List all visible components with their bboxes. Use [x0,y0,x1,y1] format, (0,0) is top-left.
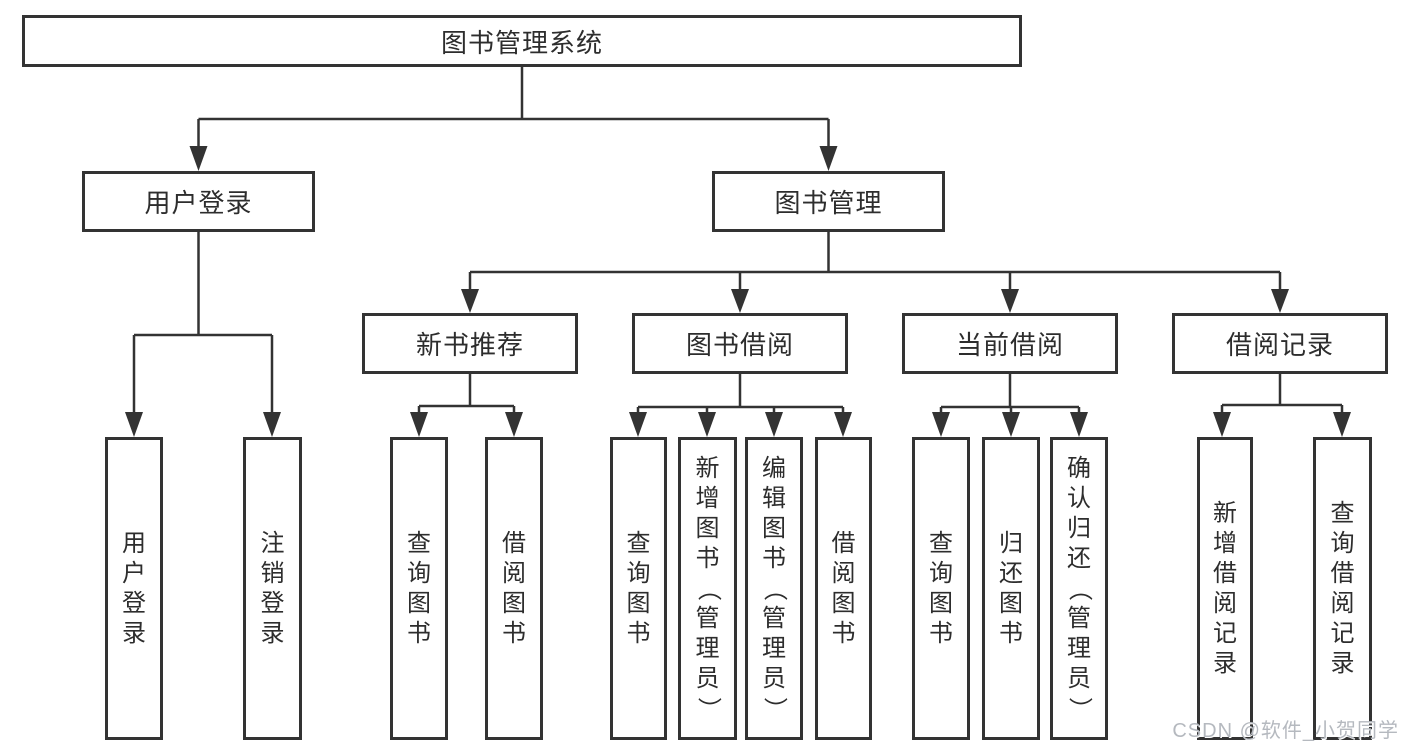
node-book-management: 图书管理 [712,171,945,232]
leaf-borrow-books-borrowing: 借阅图书 [815,437,872,740]
connector-userlogin-to-leaves [132,232,274,414]
arrow-down-icon [410,412,428,437]
arrow-down-icon [765,412,783,437]
leaf-borrow-books-recommend: 借阅图书 [485,437,543,740]
arrow-down-icon [834,412,852,437]
node-borrowing-records: 借阅记录 [1172,313,1388,374]
arrow-down-icon [1271,289,1289,313]
arrow-down-icon [461,289,479,313]
node-user-login: 用户登录 [82,171,315,232]
leaf-query-books-recommend: 查询图书 [390,437,448,740]
arrow-down-icon [932,412,950,437]
connector-records-to-leaves [1220,374,1344,414]
node-new-book-recommend: 新书推荐 [362,313,578,374]
arrow-down-icon [189,146,208,171]
connector-borrowing-to-leaves [636,374,845,414]
arrow-down-icon [731,289,749,313]
leaf-confirm-return-admin: 确认归还（管理员） [1050,437,1108,740]
arrow-down-icon [629,412,647,437]
leaf-add-book-admin: 新增图书（管理员） [678,437,737,740]
arrow-down-icon [1213,412,1231,437]
connector-newbook-to-leaves [417,374,516,414]
arrow-down-icon [263,412,281,437]
csdn-watermark: CSDN @软件_小贺同学 [1172,720,1399,742]
leaf-edit-book-admin: 编辑图书（管理员） [745,437,803,740]
leaf-logout: 注销登录 [243,437,302,740]
arrowheads [125,146,1351,437]
leaf-add-borrow-record: 新增借阅记录 [1197,437,1253,740]
leaf-query-books-current: 查询图书 [912,437,970,740]
connector-bookmgmt-to-level3 [468,232,1282,290]
arrow-down-icon [698,412,716,437]
arrow-down-icon [505,412,523,437]
node-current-borrowing: 当前借阅 [902,313,1118,374]
arrow-down-icon [1002,412,1020,437]
connector-current-to-leaves [939,374,1081,414]
arrow-down-icon [1070,412,1088,437]
connector-root-to-level2 [197,67,830,148]
leaf-return-books: 归还图书 [982,437,1040,740]
leaf-user-login: 用户登录 [105,437,163,740]
arrow-down-icon [1001,289,1019,313]
arrow-down-icon [1333,412,1351,437]
node-book-borrowing: 图书借阅 [632,313,848,374]
leaf-query-borrow-record: 查询借阅记录 [1313,437,1372,740]
node-root: 图书管理系统 [22,15,1022,67]
leaf-query-books-borrowing: 查询图书 [610,437,667,740]
arrow-down-icon [819,146,838,171]
arrow-down-icon [125,412,143,437]
